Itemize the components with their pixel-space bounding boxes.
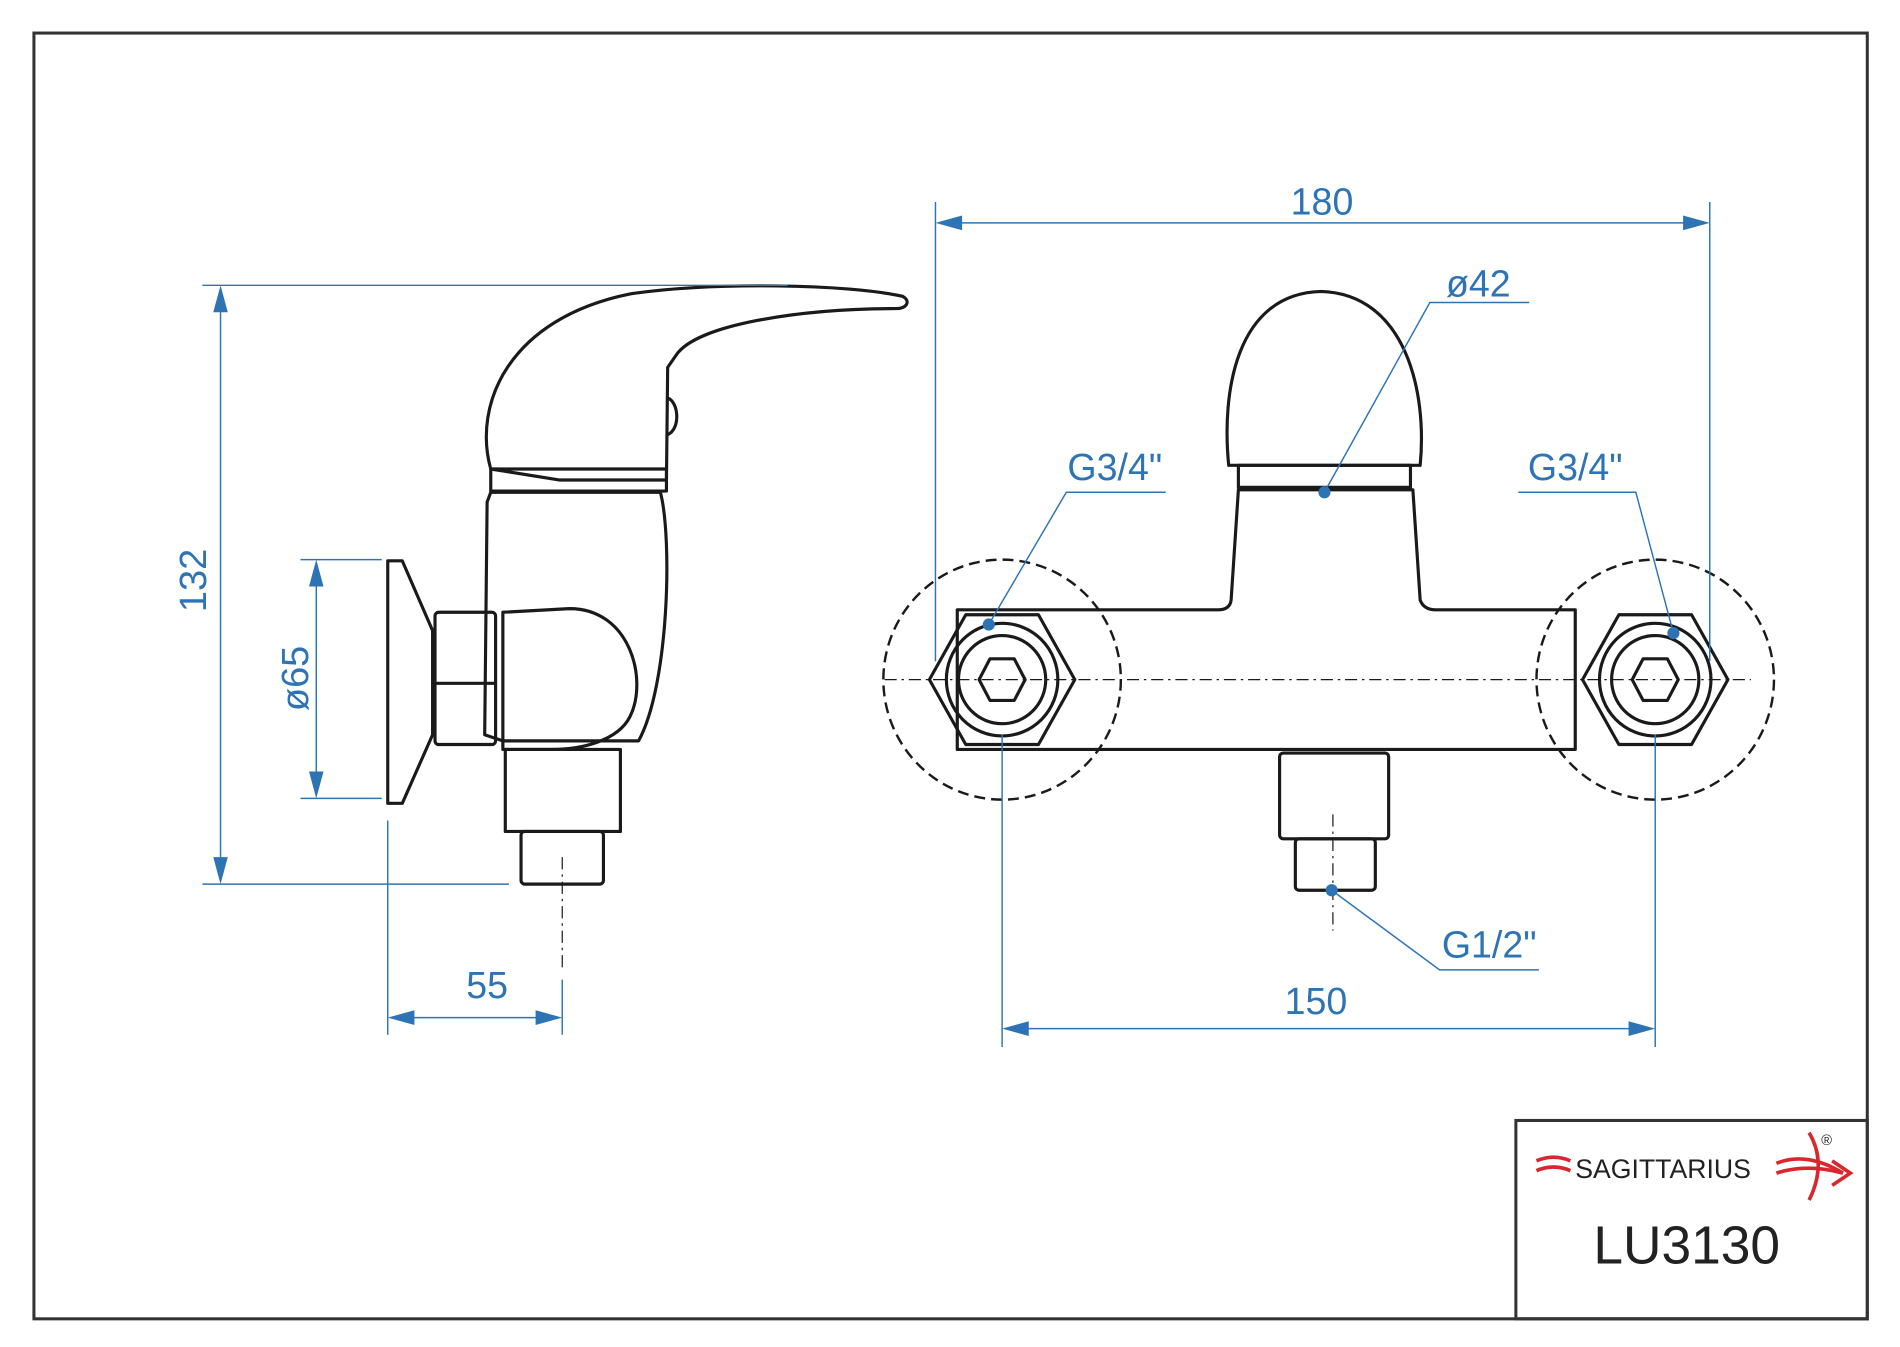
outlet-thread-front: [1293, 837, 1377, 892]
dim-inlet-left-label: G3/4": [1067, 447, 1162, 489]
front-view: 180 ø42 G3/4" G3/4" G1/2" 150: [882, 181, 1776, 1047]
dim-cartridge-label: ø42: [1446, 263, 1511, 305]
dim-inlet-right-label: G3/4": [1528, 447, 1623, 489]
title-block: SAGITTARIUS ® LU3130: [1514, 1118, 1869, 1321]
lever-handle: [484, 284, 909, 482]
handle-cap: [1225, 289, 1424, 467]
mixer-body: [955, 488, 1577, 752]
elbow: [501, 607, 639, 752]
inlet-left-detail: [882, 558, 1123, 801]
outlet-sleeve: [503, 747, 622, 834]
model-number: LU3130: [1593, 1215, 1780, 1275]
hex-connector-right: [1580, 613, 1730, 747]
drawing-frame: [32, 31, 1869, 1321]
registered-mark: ®: [1821, 1133, 1832, 1149]
dim-center-distance-label: 150: [1285, 981, 1348, 1023]
lever-pin: [666, 396, 679, 437]
dim-depth-label: 55: [466, 965, 508, 1007]
brand-name: SAGITTARIUS: [1575, 1154, 1751, 1184]
brand-logo: SAGITTARIUS ®: [1535, 1131, 1854, 1201]
valve-body: [483, 490, 669, 743]
side-view: 132 ø65 55: [173, 284, 909, 1035]
dim-outlet-label: G1/2": [1442, 924, 1537, 966]
dim-total-width-label: 180: [1291, 181, 1354, 223]
flange: [386, 559, 435, 805]
hex-nut: [433, 610, 498, 747]
dim-flange-diameter-label: ø65: [275, 646, 317, 711]
inlet-right-detail: [1535, 558, 1776, 801]
outlet-sleeve-front: [1278, 751, 1391, 841]
dim-height-label: 132: [173, 549, 215, 612]
